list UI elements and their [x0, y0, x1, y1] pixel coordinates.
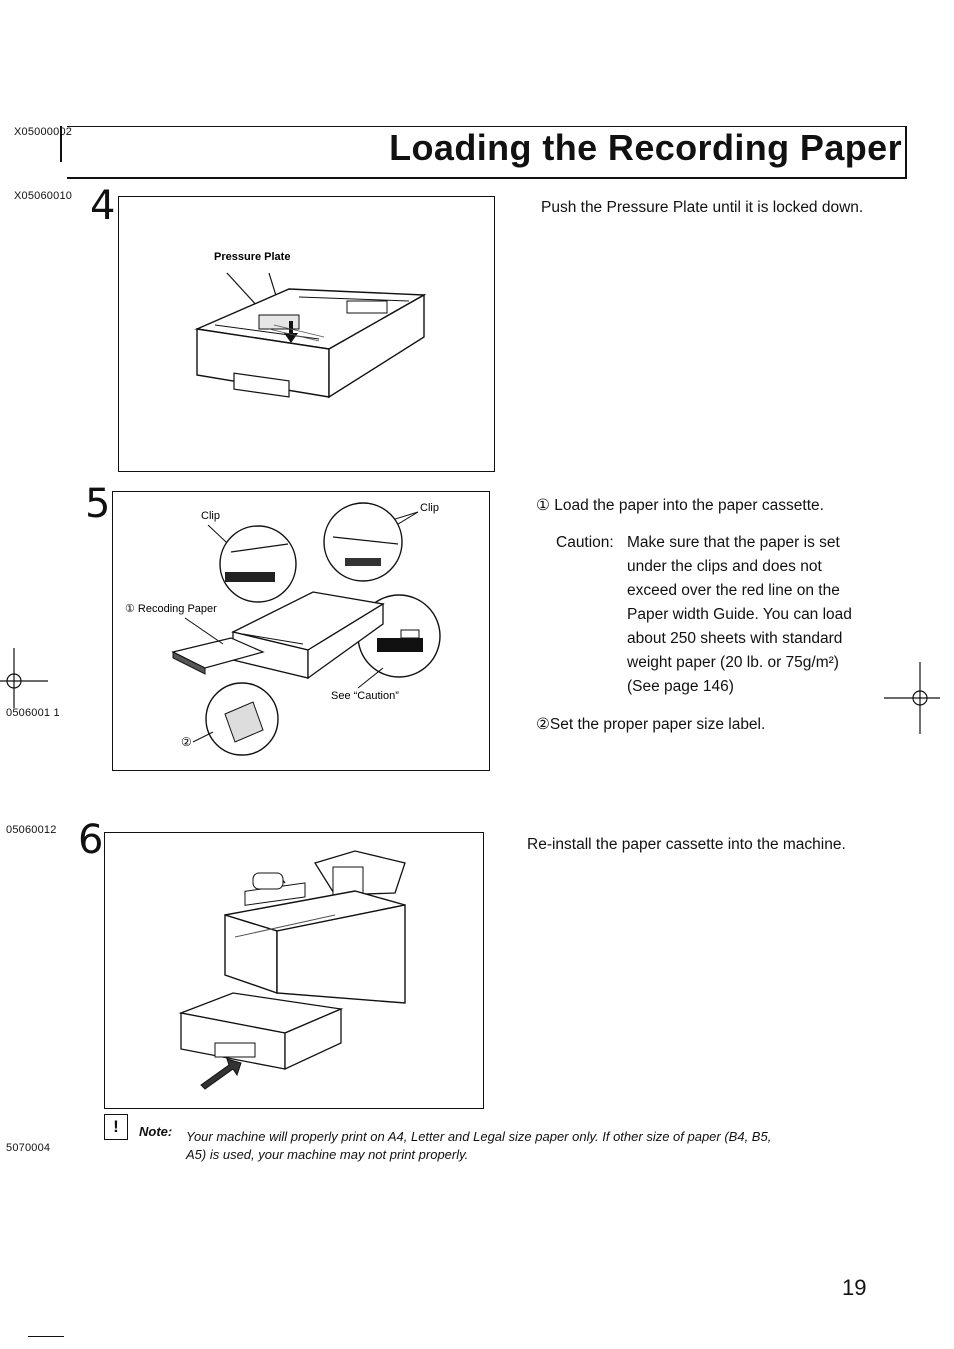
- caution-line: Paper width Guide. You can load: [627, 606, 852, 623]
- exclamation-box-icon: !: [104, 1114, 128, 1140]
- clip-label-right: Clip: [420, 502, 439, 514]
- label-marker-2: ②: [181, 735, 192, 749]
- step-number-4: 4: [90, 183, 116, 229]
- step6-figure: [104, 832, 484, 1109]
- step5-instruction-2: ②Set the proper paper size label.: [536, 716, 766, 733]
- page-title: Loading the Recording Paper: [389, 127, 902, 168]
- recoding-paper-label: ① Recoding Paper: [125, 603, 217, 615]
- caution-line: about 250 sheets with standard: [627, 630, 843, 647]
- registration-mark-left-icon: [0, 648, 48, 708]
- paper-cassette-pressure-plate-illustration: Pressure Plate: [194, 251, 427, 399]
- title-ref-code: X05000002: [14, 126, 73, 138]
- step5-instruction-1: ① Load the paper into the paper cassette…: [536, 497, 824, 514]
- caution-text: Make sure that the paper is set under th…: [627, 531, 872, 699]
- title-box: [67, 126, 907, 179]
- step-number-5: 5: [85, 481, 111, 527]
- step4-figure: Pressure Plate: [118, 196, 495, 472]
- see-caution-label: See “Caution”: [331, 690, 399, 702]
- note-text-line-2: A5) is used, your machine may not print …: [186, 1147, 469, 1162]
- note-ref-code: 5070004: [6, 1142, 51, 1154]
- footer-rule: [28, 1336, 64, 1337]
- note-text-line-1: Your machine will properly print on A4, …: [186, 1129, 772, 1144]
- caution-line: under the clips and does not: [627, 558, 822, 575]
- page-number: 19: [842, 1275, 867, 1300]
- step5-figure: Clip Clip ① Recoding Paper See “Caution”…: [112, 491, 490, 771]
- step6-instruction: Re-install the paper cassette into the m…: [527, 836, 846, 853]
- registration-mark-right-icon: [884, 662, 940, 734]
- paper-loading-illustration: Clip Clip ① Recoding Paper See “Caution”…: [125, 502, 441, 756]
- step-number-6: 6: [78, 817, 104, 863]
- clip-label-left: Clip: [201, 510, 220, 522]
- caution-line: Make sure that the paper is set: [627, 534, 840, 551]
- caution-line: exceed over the red line on the: [627, 582, 840, 599]
- step6-ref-code: 05060012: [6, 824, 57, 836]
- printer-cassette-install-illustration: [178, 850, 406, 1090]
- note-label: Note:: [139, 1124, 173, 1139]
- step4-instruction: Push the Pressure Plate until it is lock…: [541, 199, 864, 216]
- step4-ref-code: X05060010: [14, 190, 73, 202]
- title-left-rule: [60, 126, 62, 162]
- caution-line: (See page 146): [627, 678, 734, 695]
- step5-ref-code: 0506001 1: [6, 707, 60, 719]
- caution-line: weight paper (20 lb. or 75g/m²): [627, 654, 839, 671]
- pressure-plate-label: Pressure Plate: [214, 251, 290, 263]
- caution-label: Caution:: [556, 534, 614, 551]
